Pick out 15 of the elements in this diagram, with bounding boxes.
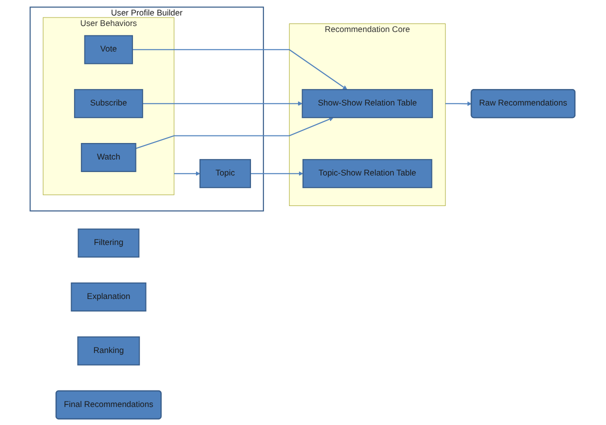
node-box: Ranking: [78, 336, 140, 365]
arrow: [136, 116, 334, 148]
arrow: [446, 100, 472, 106]
arrow: [174, 170, 201, 176]
arrow: [132, 48, 348, 90]
node-box: Topic-Show Relation Table: [302, 158, 433, 188]
node-box: Watch: [81, 142, 137, 172]
node-box: Filtering: [78, 228, 140, 258]
node-box: Show-Show Relation Table: [302, 88, 434, 118]
arrow: [250, 170, 304, 176]
node-box: Subscribe: [74, 88, 144, 118]
node-box: Topic: [200, 158, 252, 188]
arrow: [143, 100, 303, 106]
node-box: Vote: [84, 34, 134, 64]
node-box: Explanation: [71, 282, 147, 311]
